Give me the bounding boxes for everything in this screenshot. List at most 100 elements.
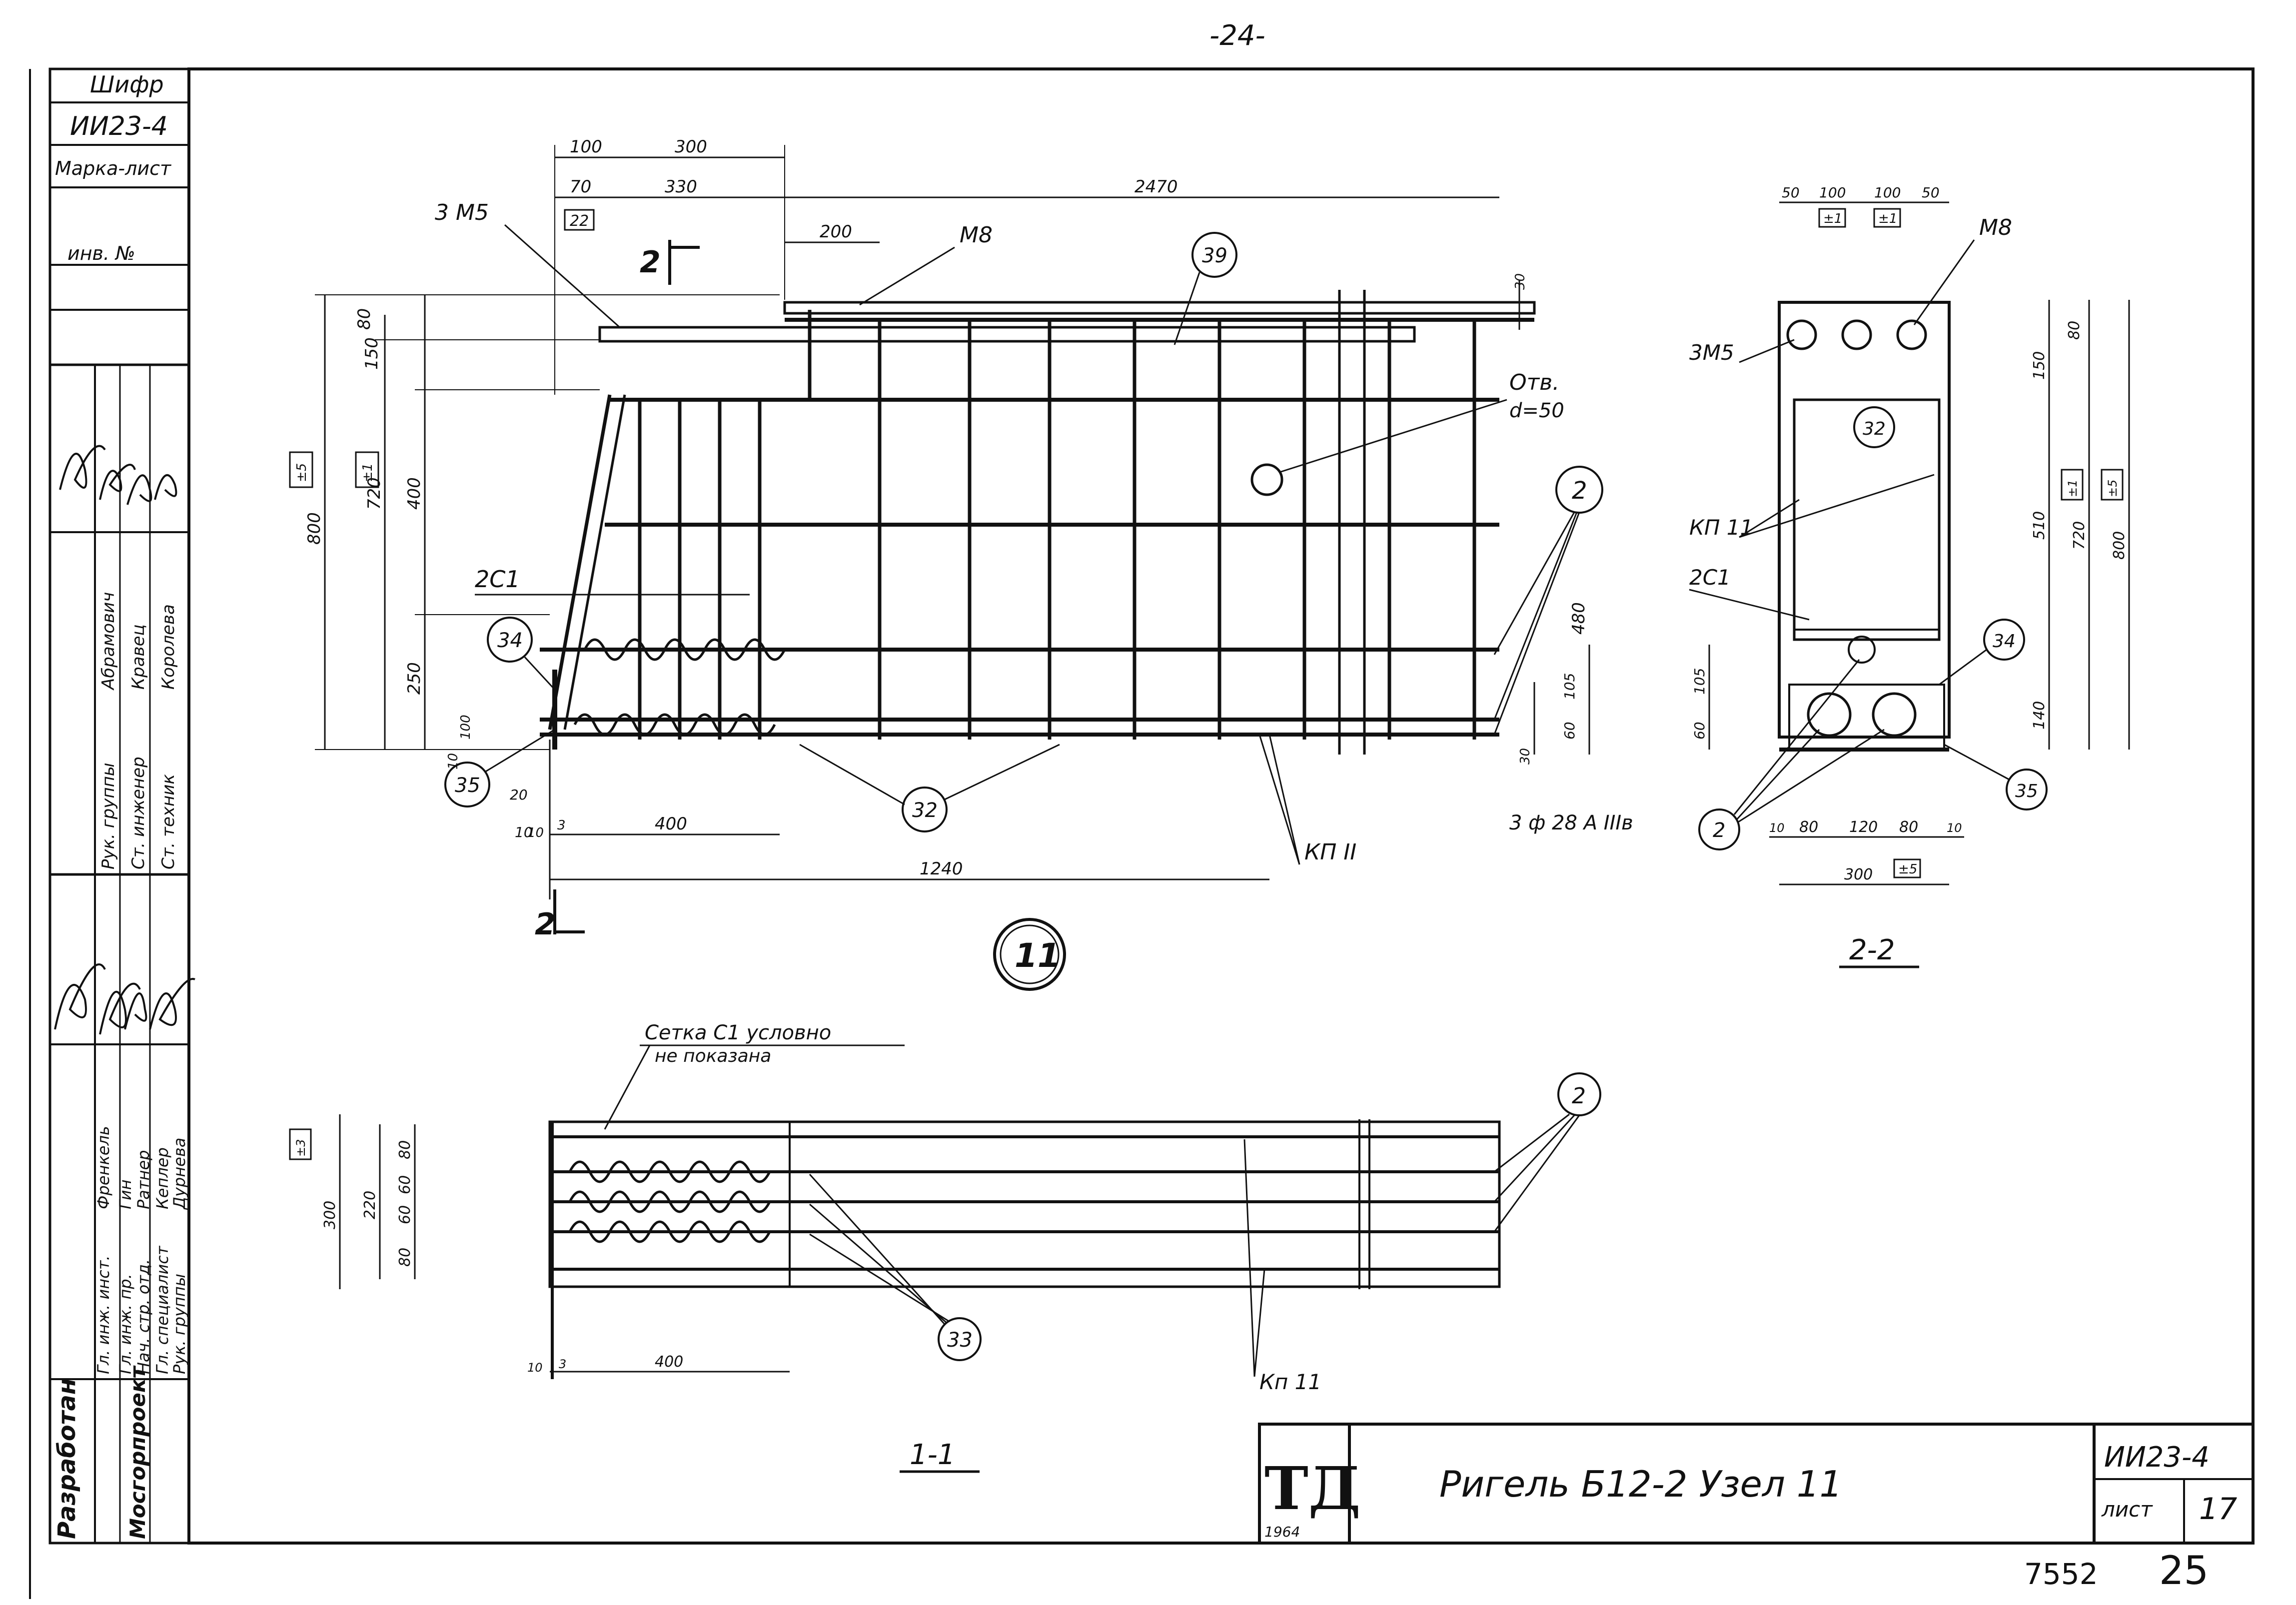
main-dims-bottom: 10 3 400 1240 — [527, 740, 1269, 899]
svg-text:30: 30 — [1518, 748, 1533, 765]
svg-text:35: 35 — [2015, 781, 2038, 802]
svg-text:±1: ±1 — [1823, 211, 1842, 226]
sheet-number: 17 — [2199, 1492, 2237, 1527]
svg-text:220: 220 — [361, 1191, 379, 1219]
name-b-1: Френкель — [94, 1126, 113, 1209]
svg-text:±1: ±1 — [1878, 211, 1897, 226]
svg-text:480: 480 — [1569, 602, 1589, 635]
section-2-2: M8 3M5 КП 11 2C1 3 ф 28 A IIIв 32 34 35 … — [1509, 184, 2130, 968]
s22-label-rebar: 3 ф 28 A IIIв — [1509, 811, 1633, 834]
svg-text:50: 50 — [1782, 184, 1800, 201]
mark-label: Марка-лист — [55, 157, 172, 179]
svg-text:39: 39 — [1202, 244, 1227, 267]
name-b-2: Гин — [116, 1179, 135, 1209]
s11-note-2: не показана — [655, 1046, 771, 1066]
sloped-end — [548, 394, 612, 730]
svg-text:80: 80 — [1899, 818, 1918, 836]
svg-text:300: 300 — [1844, 866, 1873, 883]
role-b-5: Рук. группы — [170, 1274, 189, 1374]
role-b-4: Гл. специалист — [153, 1245, 172, 1374]
role-a-2: Ст. инженер — [128, 757, 148, 869]
svg-text:30: 30 — [1513, 273, 1528, 290]
role-a-1: Рук. группы — [98, 763, 118, 869]
svg-text:80: 80 — [1799, 818, 1818, 836]
names-a: Абрамович Кравец Королева — [98, 592, 178, 691]
name-a-1: Абрамович — [98, 592, 118, 691]
s11-callout-2: 2 — [1493, 1072, 1601, 1232]
svg-text:720: 720 — [364, 477, 384, 510]
section-mark-top: 2 — [640, 245, 661, 280]
role-a-3: Ст. техник — [158, 774, 178, 869]
svg-text:510: 510 — [2031, 511, 2048, 540]
s11-note-1: Сетка С1 условно — [645, 1021, 831, 1044]
svg-text:105: 105 — [1691, 668, 1708, 695]
svg-text:50: 50 — [1922, 184, 1940, 201]
svg-text:±5: ±5 — [294, 463, 309, 482]
svg-text:60: 60 — [396, 1205, 414, 1224]
logo-year: 1964 — [1264, 1524, 1300, 1540]
s22-callout-34: 34 — [1939, 619, 2025, 686]
node-callout-11: 11 — [993, 918, 1066, 991]
svg-text:10: 10 — [446, 753, 461, 770]
s11-spiral-1 — [568, 1160, 771, 1183]
name-b-4: Кеплер — [153, 1147, 172, 1209]
svg-text:80: 80 — [2066, 321, 2083, 340]
cipher-value: ИИ23-4 — [70, 111, 168, 141]
s22-dims-left: 105 60 — [1691, 645, 1710, 750]
signatures-lower — [54, 963, 195, 1035]
s22-label-3m5: 3M5 — [1689, 340, 1734, 365]
svg-text:11: 11 — [1015, 936, 1061, 975]
callout-39: 39 — [1173, 232, 1237, 345]
s11-callout-33: 33 — [809, 1173, 982, 1361]
svg-text:300: 300 — [675, 137, 707, 157]
svg-text:250: 250 — [404, 662, 424, 695]
svg-text:3: 3 — [559, 1357, 566, 1371]
svg-text:140: 140 — [2031, 701, 2048, 730]
svg-text:800: 800 — [304, 512, 324, 545]
svg-text:±5: ±5 — [1898, 862, 1917, 877]
names-b: Френкель Гин Ратнер Кеплер Дурнева — [94, 1126, 189, 1210]
spiral-upper — [583, 638, 786, 661]
sheet-label: лист — [2101, 1497, 2153, 1522]
name-a-3: Королева — [158, 604, 178, 690]
s11-dims-left: 300 220 80 60 60 80 ±3 — [289, 1114, 416, 1289]
longitudinal-bars — [540, 318, 1534, 737]
doc-code: ИИ23-4 — [2104, 1441, 2210, 1474]
svg-text:±1: ±1 — [360, 463, 375, 482]
svg-text:200: 200 — [820, 222, 852, 242]
svg-text:70: 70 — [570, 177, 591, 197]
role-b-2: Гл. инж. пр. — [116, 1274, 135, 1374]
bottom-number-right: 25 — [2159, 1549, 2209, 1594]
svg-text:10: 10 — [527, 825, 544, 840]
name-b-5: Дурнева — [170, 1138, 189, 1210]
svg-text:34: 34 — [1993, 631, 2016, 652]
main-dims-top: 100 300 70 330 2470 200 22 — [554, 137, 1499, 395]
callout-2-main: 2 — [1493, 466, 1603, 735]
top-plate-long — [783, 301, 1536, 315]
svg-text:60: 60 — [1561, 722, 1578, 740]
svg-text:100: 100 — [1874, 184, 1901, 201]
svg-text:10: 10 — [1769, 821, 1785, 835]
svg-text:10: 10 — [1947, 821, 1962, 835]
page-top-number: -24- — [1209, 19, 1265, 52]
section-1-1: Сетка С1 условно не показана 2 33 Кп 11 … — [289, 1021, 1601, 1473]
svg-text:80: 80 — [396, 1248, 414, 1267]
callout-34-main: 34 — [487, 617, 556, 691]
svg-text:22: 22 — [570, 212, 589, 230]
drawing-title: Ригель Б12-2 Узел 11 — [1439, 1463, 1842, 1505]
label-2c1: 2C1 — [475, 566, 520, 593]
s11-label-kp: Кп 11 — [1259, 1370, 1321, 1394]
svg-text:10: 10 — [515, 824, 533, 840]
svg-text:400: 400 — [655, 814, 687, 834]
svg-text:60: 60 — [396, 1175, 414, 1194]
sheet-frame — [187, 67, 2255, 1545]
svg-text:32: 32 — [1863, 419, 1886, 439]
svg-text:60: 60 — [1691, 722, 1708, 740]
section-mark-bottom: 2 — [535, 907, 556, 942]
s11-title: 1-1 — [910, 1439, 955, 1471]
stirrups — [638, 310, 1476, 740]
plate-3m5 — [598, 326, 1416, 343]
svg-text:800: 800 — [2111, 531, 2128, 560]
spiral-lower — [573, 713, 776, 736]
